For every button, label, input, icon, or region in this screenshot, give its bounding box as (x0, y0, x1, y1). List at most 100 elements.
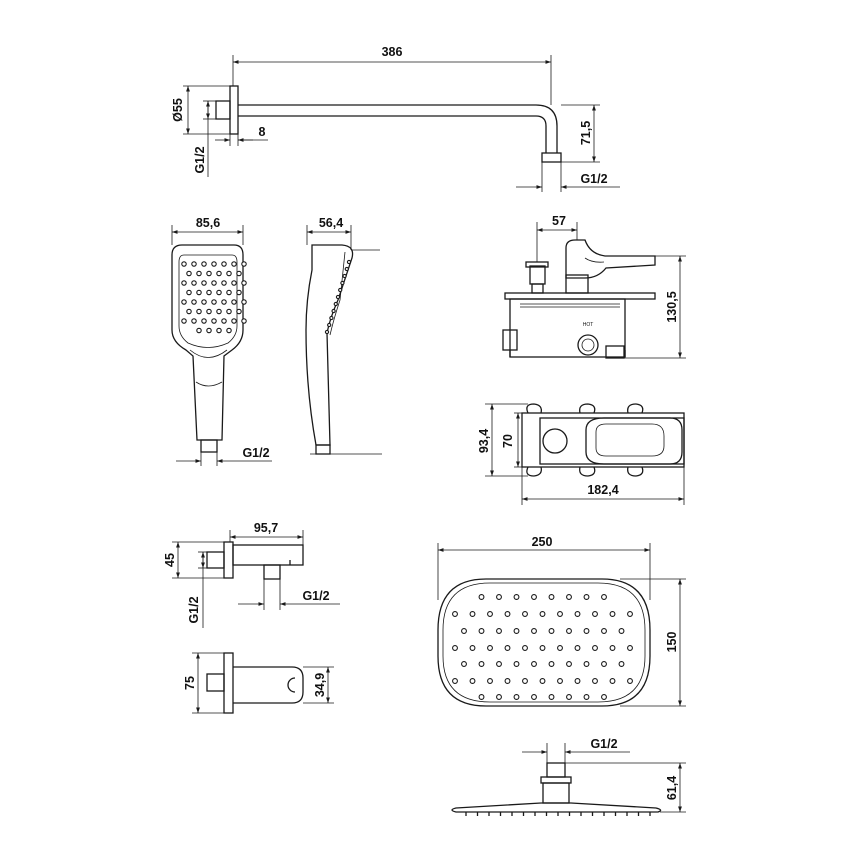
dim-head-height: 150 (665, 632, 679, 653)
nozzle-dot (478, 628, 485, 634)
nozzle-dot (206, 308, 212, 315)
nozzle-dot (206, 289, 212, 296)
dim-arm-length: 386 (382, 45, 403, 59)
nozzle-dot (574, 645, 581, 651)
nozzle-dot (469, 678, 476, 684)
dim-plate-width: 182,4 (587, 483, 618, 497)
nozzle-dot (539, 645, 546, 651)
nozzle-dot (324, 329, 330, 335)
nozzle-dot (557, 678, 563, 684)
nozzle-dot (211, 299, 217, 305)
nozzle-dot (487, 645, 493, 651)
nozzle-dot (340, 280, 345, 286)
nozzle-dot (548, 628, 555, 634)
nozzle-dot (487, 678, 493, 684)
nozzle-dot (478, 694, 485, 700)
hand-shower-side (305, 225, 382, 455)
nozzle-dot (201, 299, 207, 305)
dim-elbow-thread-wall: G1/2 (187, 596, 201, 623)
nozzle-dot (583, 694, 590, 700)
nozzle-dot (469, 645, 476, 651)
nozzle-dot (531, 594, 537, 600)
nozzle-dot (191, 299, 197, 305)
nozzle-dot (181, 318, 187, 324)
nozzle-dot (231, 318, 237, 324)
nozzle-dot (331, 308, 336, 314)
mixer-front-plate (485, 403, 685, 505)
nozzle-dot (609, 678, 616, 684)
shower-head-top (437, 543, 686, 707)
nozzle-dot (241, 299, 247, 305)
nozzle-dot (452, 678, 458, 684)
nozzle-dot (216, 270, 222, 277)
nozzle-dot (504, 678, 511, 684)
nozzle-dot (211, 261, 217, 267)
nozzle-dot (496, 594, 502, 600)
nozzle-dot (566, 694, 572, 700)
nozzle-dot (211, 280, 217, 286)
nozzle-dot (504, 645, 511, 651)
hand-spray-nozzles (181, 261, 247, 334)
nozzle-dot (627, 645, 633, 651)
nozzle-dot (627, 678, 633, 684)
nozzle-dot (201, 318, 207, 324)
dim-mixer-spindle: 57 (552, 214, 566, 228)
nozzle-dot (196, 327, 202, 334)
shower-holder (192, 652, 334, 714)
nozzle-dot (226, 270, 232, 277)
nozzle-dot (478, 594, 485, 600)
mixer-side-view: HOT (502, 222, 686, 359)
nozzle-dot (548, 661, 555, 667)
shower-arm-view (183, 55, 620, 192)
nozzle-dot (216, 289, 222, 296)
dim-elbow-flange: 45 (163, 553, 177, 567)
nozzle-dot (201, 261, 207, 267)
nozzle-dot (191, 318, 197, 324)
nozzle-dot (583, 628, 590, 634)
nozzle-dot (531, 694, 537, 700)
nozzle-dot (231, 299, 237, 305)
nozzle-dot (186, 289, 192, 296)
dim-head-thread: G1/2 (590, 737, 617, 751)
nozzle-dot (186, 308, 192, 315)
nozzle-dot (504, 611, 511, 617)
nozzle-dot (226, 289, 232, 296)
dim-plate-height-outer: 93,4 (477, 429, 491, 453)
nozzle-dot (226, 327, 232, 334)
nozzle-dot (513, 661, 520, 667)
nozzle-dot (226, 308, 232, 315)
nozzle-dot (181, 261, 187, 267)
dim-holder-height: 75 (183, 676, 197, 690)
dim-elbow-length: 95,7 (254, 521, 278, 535)
dim-head-width: 250 (532, 535, 553, 549)
nozzle-dot (191, 280, 197, 286)
shower-head-side (451, 743, 686, 816)
nozzle-dot (531, 628, 537, 634)
nozzle-dot (196, 308, 202, 315)
nozzle-dot (566, 661, 572, 667)
nozzle-dot (181, 299, 187, 305)
dim-head-depth: 61,4 (665, 776, 679, 800)
nozzle-dot (618, 661, 625, 667)
dim-mixer-height: 130,5 (665, 291, 679, 322)
nozzle-dot (191, 261, 197, 267)
dim-arm-flange-diameter: Ø55 (171, 98, 185, 122)
nozzle-dot (236, 308, 242, 315)
nozzle-dot (342, 273, 347, 279)
nozzle-dot (221, 299, 227, 305)
nozzle-dot (236, 289, 242, 296)
nozzle-dot (211, 318, 217, 324)
nozzle-dot (181, 280, 187, 286)
dim-hand-width: 85,6 (196, 216, 220, 230)
nozzle-dot (206, 270, 212, 277)
dim-plate-height-inner: 70 (501, 434, 515, 448)
nozzle-dot (196, 289, 202, 296)
nozzle-dot (461, 628, 467, 634)
dim-arm-thread-outlet: G1/2 (580, 172, 607, 186)
nozzle-dot (496, 694, 502, 700)
nozzle-dot (216, 308, 222, 315)
nozzle-dot (627, 611, 633, 617)
nozzle-dot (206, 327, 212, 334)
nozzle-dot (522, 645, 528, 651)
